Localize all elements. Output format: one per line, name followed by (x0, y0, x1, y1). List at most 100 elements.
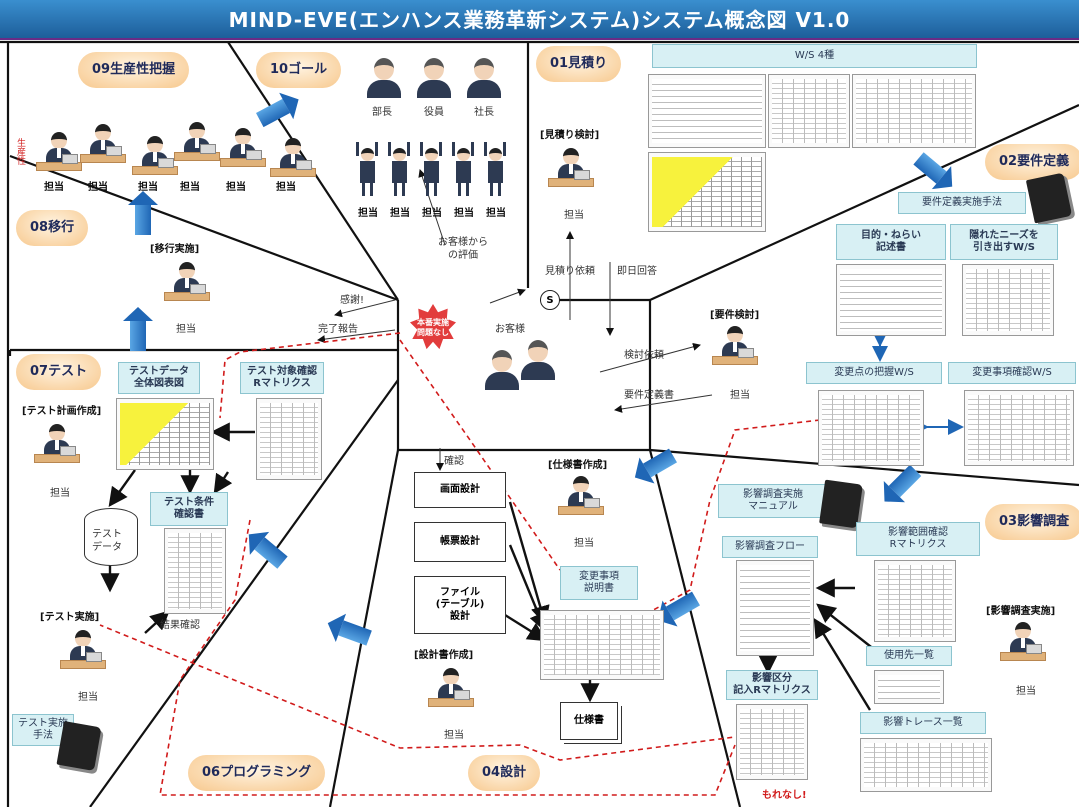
screen-design-doc: 画面設計 (414, 472, 506, 508)
usage-list-box: 使用先一覧 (866, 646, 952, 666)
cheering-staff-3 (420, 142, 442, 196)
impact-flow-box: 影響調査フロー (722, 536, 818, 558)
test-case-thumb (164, 528, 226, 614)
review-request-label: 検討依頼 (624, 350, 664, 361)
requirements-worker-label: 担当 (730, 390, 750, 401)
impact-matrix-box: 影響範囲確認 Rマトリクス (856, 522, 980, 556)
phase-01-estimate: 01見積り (536, 46, 622, 82)
test-plan-worker (34, 424, 80, 464)
phase-03-impact: 03影響調査 (985, 504, 1079, 540)
spec-worker (558, 476, 604, 516)
customer-evaluation-label: お客様から の評価 (438, 237, 488, 261)
test-target-thumb (256, 398, 322, 480)
impact-category-thumb (736, 704, 808, 780)
file-design-doc: ファイル (テーブル) 設計 (414, 576, 506, 634)
test-target-matrix-box: テスト対象確認 Rマトリクス (240, 362, 324, 394)
req-doc-thumb-1 (836, 264, 946, 336)
change-doc-thumb (540, 610, 664, 680)
ws-title-box: W/S 4種 (652, 44, 977, 68)
result-check-label: 結果確認 (160, 620, 200, 631)
impact-flow-thumb (736, 560, 814, 656)
cheering-staff-2 (388, 142, 410, 196)
phase-09-productivity: 09生産性把握 (78, 52, 190, 88)
test-method-book (56, 721, 102, 771)
req-doc-purpose: 目的・ねらい 記述書 (836, 224, 946, 260)
no-miss-label: もれなし! (762, 790, 807, 801)
change-doc-box: 変更事項 説明書 (560, 566, 638, 600)
cheer-label-3: 担当 (422, 208, 442, 219)
impact-manual-box: 影響調査実施 マニュアル (718, 484, 828, 518)
test-data-cylinder (84, 508, 138, 566)
estimate-activity-label: [見積り検討] (540, 130, 600, 141)
req-spec-doc-label: 要件定義書 (624, 390, 674, 401)
diagram-title: MIND-EVE(エンハンス業務革新システム)システム概念図 V1.0 (228, 8, 851, 32)
customer-label: お客様 (495, 324, 525, 335)
migration-worker (164, 262, 210, 302)
phase-04-design: 04設計 (468, 755, 541, 791)
estimate-request-label: 見積り依頼 (545, 266, 595, 277)
label-shacho: 社長 (474, 107, 494, 118)
requirements-worker (712, 326, 758, 366)
req-doc-hidden-needs: 隠れたニーズを 引き出すW/S (950, 224, 1058, 260)
s-badge: S (540, 290, 560, 310)
impact-trace-box: 影響トレース一覧 (860, 712, 986, 734)
ws-sheet-thumb-2 (768, 74, 850, 148)
worker-label-2: 担当 (88, 182, 108, 193)
req-doc-thumb-2 (962, 264, 1054, 336)
ws-change-points: 変更点の把握W/S (806, 362, 942, 384)
ws-sheet-thumb-3 (852, 74, 976, 148)
manager-shacho (466, 58, 502, 98)
customer-figure-2 (520, 340, 556, 380)
customer-figure-1 (484, 350, 520, 390)
same-day-reply-label: 即日回答 (617, 266, 657, 277)
manager-bucho (366, 58, 402, 98)
label-bucho: 部長 (372, 107, 392, 118)
test-data-matrix-box: テストデータ 全体図表図 (118, 362, 200, 394)
worker-label-6: 担当 (276, 182, 296, 193)
worker-figure-4 (174, 122, 220, 162)
design-activity-label: [設計書作成] (414, 650, 474, 661)
ws-sheet-thumb-4 (648, 152, 766, 232)
worker-figure-3 (132, 136, 178, 176)
estimate-worker (548, 148, 594, 188)
test-exec-worker (60, 630, 106, 670)
cheer-label-4: 担当 (454, 208, 474, 219)
migration-worker-label: 担当 (176, 324, 196, 335)
phase-07-test: 07テスト (16, 354, 102, 390)
req-method-box: 要件定義実施手法 (898, 192, 1026, 214)
test-exec-activity-label: [テスト実施] (40, 612, 100, 623)
test-exec-worker-label: 担当 (78, 692, 98, 703)
productivity-side-label: 生産性 (15, 138, 25, 165)
worker-figure-5 (220, 128, 266, 168)
worker-figure-6 (270, 138, 316, 178)
migration-activity-label: [移行実施] (150, 244, 200, 255)
ws-change-points-thumb (818, 390, 924, 466)
worker-label-1: 担当 (44, 182, 64, 193)
arrow-to-migration (130, 321, 146, 351)
impact-matrix-thumb (874, 560, 956, 642)
test-plan-worker-label: 担当 (50, 488, 70, 499)
manager-yakuin (416, 58, 452, 98)
confirm-label: 確認 (444, 456, 464, 467)
title-banner (0, 0, 1079, 40)
estimate-worker-label: 担当 (564, 210, 584, 221)
spec-document: 仕様書 (560, 702, 618, 740)
worker-figure-2 (80, 124, 126, 164)
design-worker (428, 668, 474, 708)
cheer-label-5: 担当 (486, 208, 506, 219)
report-design-doc: 帳票設計 (414, 522, 506, 562)
test-data-label: テスト データ (92, 529, 122, 553)
impact-worker-label: 担当 (1016, 686, 1036, 697)
cheering-staff-1 (356, 142, 378, 196)
phase-10-goal: 10ゴール (256, 52, 342, 88)
spec-activity-label: [仕様書作成] (548, 460, 608, 471)
worker-label-5: 担当 (226, 182, 246, 193)
phase-06-programming: 06プログラミング (188, 755, 326, 791)
worker-label-4: 担当 (180, 182, 200, 193)
test-plan-activity-label: [テスト計画作成] (22, 406, 102, 417)
design-worker-label: 担当 (444, 730, 464, 741)
test-data-thumb (116, 398, 214, 470)
ws-change-items: 変更事項確認W/S (948, 362, 1076, 384)
arrow-to-productivity (135, 205, 151, 235)
